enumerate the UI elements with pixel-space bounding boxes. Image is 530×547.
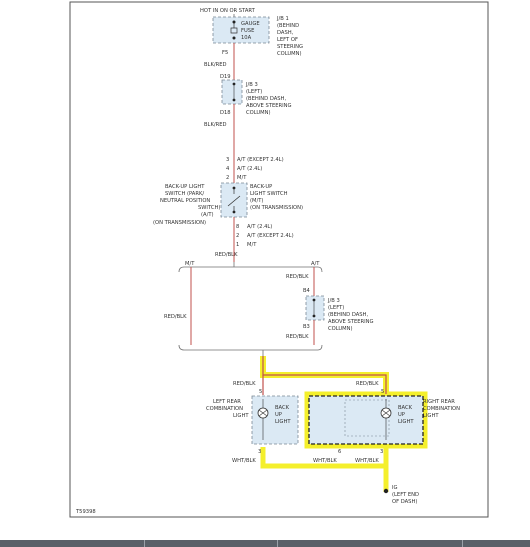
- jb1-label-3: DASH,: [277, 30, 294, 36]
- red-blk-lr-label: RED/BLK: [233, 381, 256, 387]
- switch-right-label-3: (M/T): [250, 198, 263, 204]
- switch-left-label-2: SWITCH (PARK/: [165, 191, 204, 197]
- jb3-top-label-2: (LEFT): [246, 89, 262, 95]
- right-rear-label-3: LIGHT: [423, 413, 439, 419]
- pin-top-4-label: A/T (2.4L): [237, 166, 262, 172]
- red-blk-left-label: RED/BLK: [164, 314, 187, 320]
- d18-label: D18: [220, 110, 231, 116]
- jb1-label-2: (BEHIND: [277, 23, 299, 29]
- pin-5-left: 5: [259, 389, 262, 395]
- left-rear-label-2: COMBINATION: [206, 406, 243, 412]
- backup-light-left-1: BACK: [275, 405, 290, 411]
- mt-label: M/T: [185, 261, 195, 267]
- jb1-label-6: COLUMN): [277, 51, 302, 57]
- red-blk-right-bot-label: RED/BLK: [286, 334, 309, 340]
- jb3-bottom-label-5: COLUMN): [328, 326, 353, 332]
- toolbar-segment[interactable]: [278, 540, 463, 547]
- switch-left-label-6: (ON TRANSMISSION): [153, 220, 206, 226]
- blk-red-label-1: BLK/RED: [204, 62, 226, 68]
- right-rear-label-1: RIGHT REAR: [423, 399, 455, 405]
- ig-label-1: IG: [392, 485, 398, 491]
- toolbar-segment[interactable]: [145, 540, 278, 547]
- pin-bot-2-label: A/T (EXCEPT 2.4L): [247, 233, 294, 239]
- jb3-bottom-label-4: ABOVE STEERING: [328, 319, 374, 325]
- pin-top-3-label: A/T (EXCEPT 2.4L): [237, 157, 284, 163]
- pin-3-right: 3: [380, 449, 383, 455]
- diagram-frame: [69, 1, 489, 518]
- at-label: A/T: [311, 261, 320, 267]
- switch-left-label-4: SWITCH): [198, 205, 220, 211]
- right-rear-combination-light-inner: [344, 399, 390, 437]
- pin-top-4: 4: [226, 166, 230, 172]
- red-blk-rr-label: RED/BLK: [356, 381, 379, 387]
- hot-label: HOT IN ON OR START: [200, 8, 256, 14]
- wht-blk-label-2: WHT/BLK: [313, 458, 337, 464]
- switch-right-label-4: (ON TRANSMISSION): [250, 205, 303, 211]
- blk-red-label-2: BLK/RED: [204, 122, 226, 128]
- backup-light-right-3: LIGHT: [398, 419, 414, 425]
- pin-bot-2: 2: [236, 233, 239, 239]
- right-rear-label-2: COMBINATION: [423, 406, 460, 412]
- backup-light-left-3: LIGHT: [275, 419, 291, 425]
- b4-label: B4: [303, 288, 311, 294]
- jb1-label-1: J/B 1: [276, 16, 289, 22]
- gauge-fuse-label-1: GAUGE: [241, 21, 260, 27]
- pin-bot-8: 8: [236, 224, 239, 230]
- jb3-bottom-label-3: (BEHIND DASH,: [328, 312, 368, 318]
- switch-left-label-1: BACK-UP LIGHT: [165, 184, 205, 190]
- toolbar-segment[interactable]: [463, 540, 530, 547]
- jb3-top-label-4: ABOVE STEERING: [246, 103, 292, 109]
- jb3-bottom-block: [305, 295, 325, 321]
- wire-segment: [262, 356, 387, 394]
- left-rear-label-3: LIGHT: [233, 413, 249, 419]
- gauge-fuse-block: [212, 16, 270, 44]
- toolbar-segment[interactable]: [0, 540, 145, 547]
- jb3-top-label-5: COLUMN): [246, 110, 271, 116]
- b3-label: B3: [303, 324, 310, 330]
- jb3-bottom-label-2: (LEFT): [328, 305, 344, 311]
- left-rear-label-1: LEFT REAR: [213, 399, 241, 405]
- f5-label: F5: [222, 50, 228, 56]
- jb1-label-5: STEERING: [277, 44, 303, 50]
- switch-right-label-1: BACK-UP: [250, 184, 272, 190]
- ig-ground-point: [383, 488, 389, 494]
- pin-top-2: 2: [226, 175, 229, 181]
- jb3-top-label-3: (BEHIND DASH,: [246, 96, 286, 102]
- pin-bot-1-label: M/T: [247, 242, 257, 248]
- gauge-fuse-label-3: 10A: [241, 35, 252, 41]
- switch-right-label-2: LIGHT SWITCH: [250, 191, 288, 197]
- left-rear-combination-light: [251, 395, 299, 445]
- ig-label-2: (LEFT END: [392, 492, 419, 498]
- d19-label: D19: [220, 74, 231, 80]
- jb3-bottom-label-1: J/B 3: [327, 298, 340, 304]
- right-rear-combination-light-outer: [308, 395, 424, 445]
- switch-left-label-3: NEUTRAL POSITION: [160, 198, 210, 204]
- branch-bracket-top: [178, 266, 323, 273]
- jb3-top-block: [221, 79, 243, 105]
- jb3-top-label-1: J/B 3: [245, 82, 258, 88]
- branch-bracket-bottom: [178, 344, 323, 351]
- red-blk-center-label: RED/BLK: [215, 252, 238, 258]
- bottom-toolbar: [0, 540, 530, 547]
- backup-light-right-1: BACK: [398, 405, 413, 411]
- pin-5-right: 5: [381, 389, 384, 395]
- pin-top-3: 3: [226, 157, 229, 163]
- pin-top-2-label: M/T: [237, 175, 247, 181]
- ig-label-3: OF DASH): [392, 499, 417, 505]
- backup-light-left-2: UP: [275, 412, 282, 418]
- jb1-label-4: LEFT OF: [277, 37, 298, 43]
- figure-id: T59398: [75, 509, 96, 515]
- wht-blk-label-1: WHT/BLK: [232, 458, 256, 464]
- pin-bot-8-label: A/T (2.4L): [247, 224, 272, 230]
- wht-blk-label-3: WHT/BLK: [355, 458, 379, 464]
- gauge-fuse-label-2: FUSE: [241, 28, 254, 34]
- pin-3-left: 3: [258, 449, 261, 455]
- pin-bot-1: 1: [236, 242, 239, 248]
- pin-6: 6: [338, 449, 341, 455]
- backup-light-right-2: UP: [398, 412, 405, 418]
- switch-left-label-5: (A/T): [201, 212, 214, 218]
- red-blk-right-top-label: RED/BLK: [286, 274, 309, 280]
